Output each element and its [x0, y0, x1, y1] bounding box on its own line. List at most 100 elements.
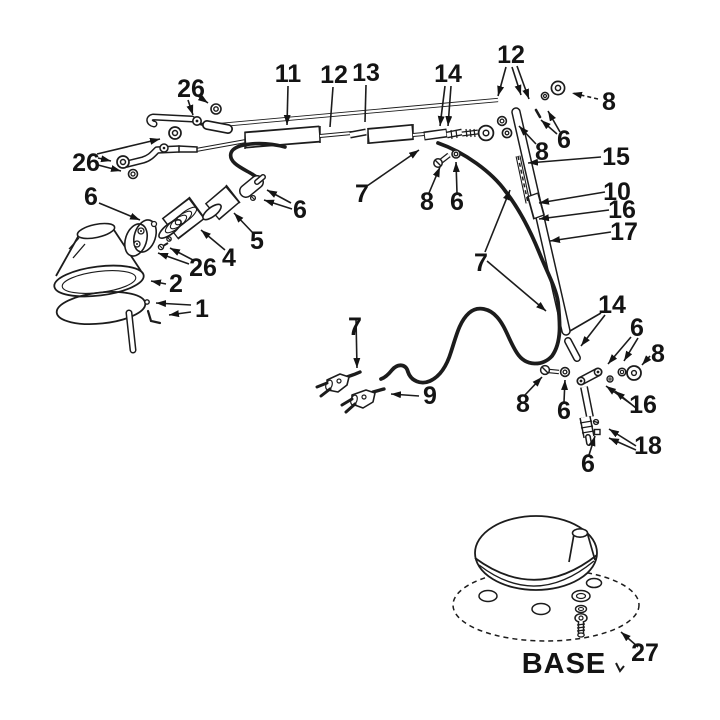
callout-leaders [353, 317, 361, 369]
socket-assembly [123, 174, 266, 257]
elbow-grommet [626, 365, 642, 381]
pivot-washer [496, 115, 508, 127]
lamp-shade [72, 243, 86, 259]
lamp-base [478, 589, 498, 603]
callout-leaders [549, 231, 612, 244]
callout-8-elbow: 8 [516, 390, 530, 418]
hinge-washer [550, 80, 566, 96]
callout-6-lower: 6 [581, 450, 595, 478]
callout-leaders [607, 336, 632, 365]
power-plugs [344, 402, 357, 414]
callout-leaders [484, 189, 511, 253]
lamp-base [575, 592, 587, 600]
callout-leaders [497, 66, 507, 97]
base-caption: BASE [522, 648, 607, 680]
callout-leaders [96, 137, 161, 155]
elbow-assembly [619, 369, 625, 375]
lamp-shade [53, 222, 162, 354]
main-arm [446, 130, 463, 137]
callout-leaders [428, 166, 441, 194]
elbow-assembly [565, 338, 580, 361]
base-screw [574, 613, 588, 623]
elbow-screw [541, 366, 549, 374]
power-plugs [319, 387, 332, 398]
callout-18: 18 [634, 432, 662, 460]
elbow-assembly [580, 425, 594, 429]
callout-leaders [588, 435, 596, 456]
callout-1: 1 [195, 295, 209, 323]
socket-bracket [123, 223, 149, 257]
tension-levers [162, 146, 166, 150]
callout-leaders [524, 376, 543, 396]
elbow-assembly [581, 386, 593, 418]
callout-leaders [97, 155, 112, 163]
elbow-assembly [579, 420, 593, 424]
main-arm [349, 130, 367, 137]
callout-7-strut: 7 [474, 249, 488, 277]
lamp-shade [144, 299, 150, 305]
callout-leaders [561, 379, 569, 403]
power-cord [228, 141, 562, 394]
callout-leaders [197, 94, 209, 104]
lever-washer [168, 126, 182, 140]
arm-washer [451, 149, 461, 159]
main-arm [245, 127, 320, 147]
callout-leaders [538, 191, 606, 205]
elbow-assembly [596, 370, 600, 374]
plug-cord-stub [371, 387, 386, 394]
socket-assembly [250, 195, 256, 201]
callout-leaders [263, 199, 293, 210]
upper-strut [528, 193, 544, 219]
elbow-screw [539, 364, 560, 376]
tension-levers [124, 146, 182, 167]
main-arm [469, 128, 472, 138]
callout-leaders [538, 209, 610, 222]
callout-leaders [233, 212, 254, 234]
callout-6-arm: 6 [450, 188, 464, 216]
arm-eyelet [477, 124, 495, 142]
base-screw [574, 613, 588, 638]
callout-leaders [516, 65, 530, 100]
socket-assembly [162, 242, 169, 247]
elbow-assembly [608, 377, 612, 381]
callout-leaders [608, 437, 637, 451]
socket-assembly [140, 230, 142, 232]
power-plugs [315, 373, 376, 414]
callout-leaders [527, 156, 602, 166]
socket-assembly [202, 203, 222, 221]
callout-6-hinge: 6 [557, 126, 571, 154]
callout-15: 15 [602, 143, 630, 171]
lever-blade [178, 145, 198, 153]
socket-assembly [225, 184, 241, 204]
callout-11: 11 [275, 60, 302, 88]
lever-nut-small [127, 168, 139, 180]
lamp-shade [76, 222, 116, 240]
print-artifact [615, 662, 625, 673]
lamp-base [452, 515, 640, 673]
shade-rim [53, 264, 145, 298]
tension-levers [130, 171, 136, 177]
callout-8-washer: 8 [602, 88, 616, 116]
callout-6-socket: 6 [293, 196, 307, 224]
callout-2: 2 [169, 270, 183, 298]
upper-strut [542, 93, 548, 99]
power-plugs [361, 394, 367, 400]
callout-leaders [155, 300, 192, 308]
callout-leaders [437, 85, 446, 127]
tension-levers [195, 119, 199, 123]
lamp-base [586, 531, 596, 561]
tension-levers [119, 158, 127, 166]
elbow-assembly [592, 420, 600, 424]
callout-leaders [266, 189, 292, 204]
callout-26-left: 26 [72, 149, 100, 177]
hinge-pin [534, 108, 542, 119]
main-arm [319, 132, 353, 137]
callout-7-plug: 7 [348, 313, 362, 341]
upper-strut [526, 192, 539, 198]
main-arm [473, 128, 476, 138]
callout-14-top: 14 [434, 60, 462, 88]
base-dome [474, 515, 598, 591]
callout-leaders [614, 390, 637, 409]
